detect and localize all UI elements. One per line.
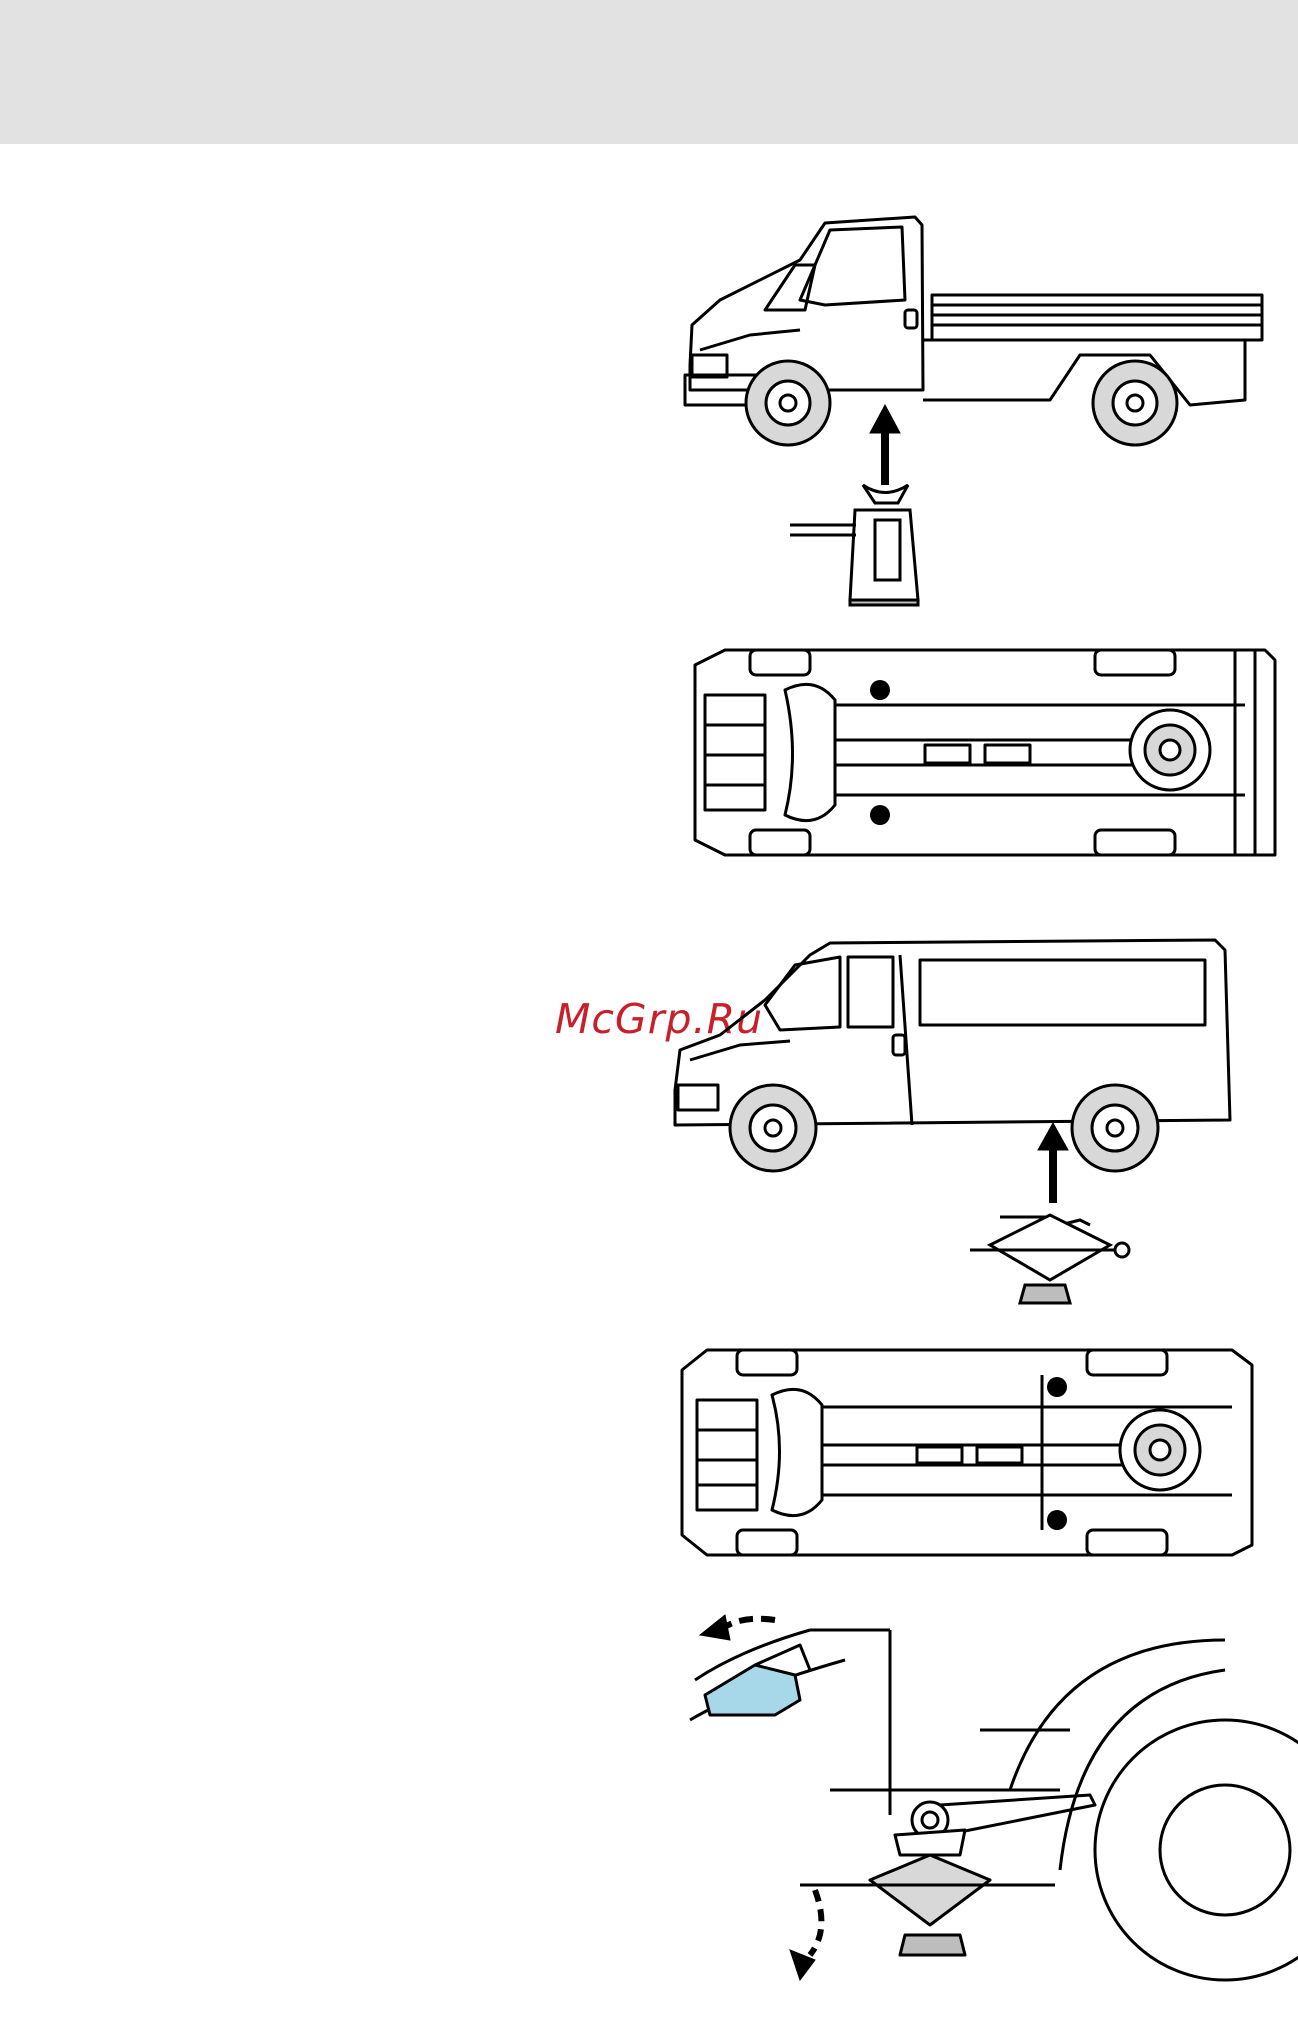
jacking-point-front-left	[870, 680, 890, 700]
header-band	[0, 0, 1298, 144]
jacking-point-rear-left	[1047, 1377, 1067, 1397]
jack-detail-illustration	[680, 1590, 1225, 2010]
truck-side-illustration	[680, 205, 1285, 610]
van-side-illustration	[670, 935, 1230, 1315]
van-underbody-illustration	[672, 1345, 1257, 1560]
jacking-point-front-right	[870, 805, 890, 825]
truck-underbody-illustration	[685, 645, 1280, 860]
jacking-point-rear-right	[1047, 1510, 1067, 1530]
